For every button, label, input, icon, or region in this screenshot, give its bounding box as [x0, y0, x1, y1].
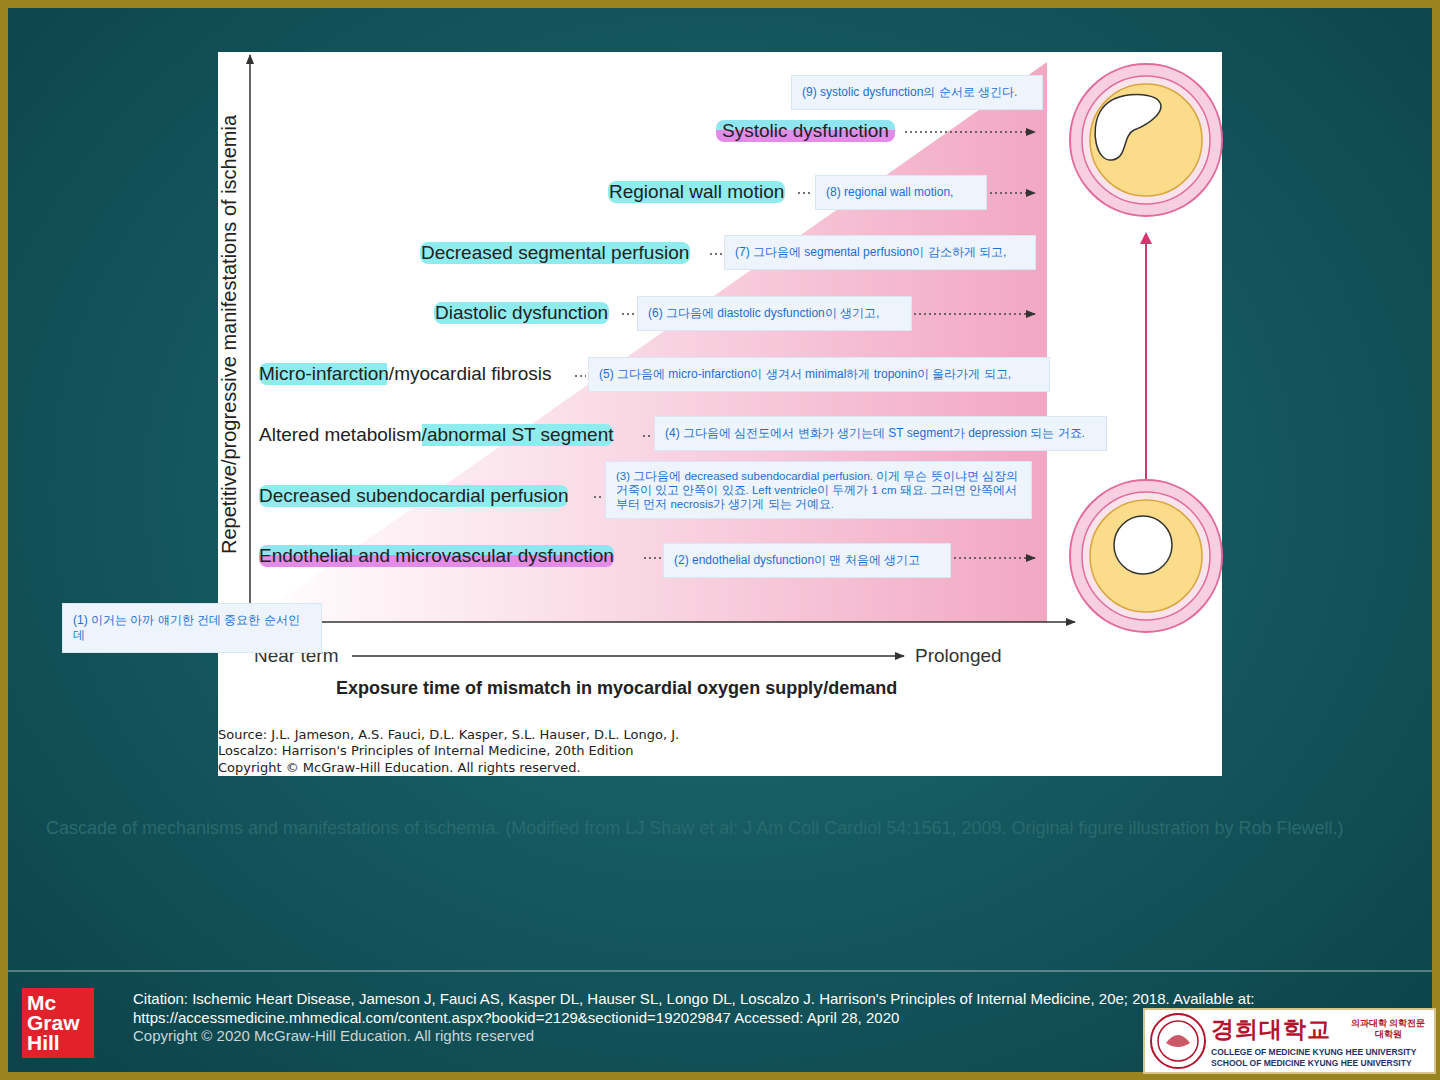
annotation-text: (4) 그다음에 심전도에서 변화가 생기는데 ST segment가 depr…	[665, 426, 1096, 441]
ischemia-wedge	[250, 62, 1047, 622]
heart-section-top	[1070, 64, 1222, 216]
annotation-text: (1) 이거는 아까 얘기한 건데 중요한 순서인데	[73, 613, 311, 643]
cascade-stage: Diastolic dysfunction	[434, 302, 609, 324]
dotted-leaders	[575, 132, 1035, 558]
university-logo: 경희대학교 의과대학 의학전문대학원 COLLEGE OF MEDICINE KYU…	[1143, 1008, 1436, 1074]
annotation-box: (9) systolic dysfunction의 순서로 생긴다.	[791, 75, 1043, 110]
cascade-stage: Endothelial and microvascular dysfunctio…	[259, 545, 614, 567]
annotation-text: (7) 그다음에 segmental perfusion이 감소하게 되고,	[735, 245, 1025, 260]
annotation-box: (5) 그다음에 micro-infarction이 생겨서 minimal하게…	[588, 357, 1050, 392]
annotation-box: (2) endothelial dysfunction이 맨 처음에 생기고	[663, 543, 951, 578]
axis-title: Repetitive/progressive manifestations of…	[218, 65, 241, 605]
copyright-note: Copyright © McGraw-Hill Education. All r…	[218, 760, 581, 775]
cascade-stage: Decreased segmental perfusion	[420, 242, 690, 264]
annotation-text: (6) 그다음에 diastolic dysfunction이 생기고,	[648, 306, 901, 321]
copyright-note: Copyright © 2020 McGraw-Hill Education. …	[133, 1027, 534, 1044]
cascade-stage: Altered metabolism/abnormal ST segment	[259, 424, 613, 446]
annotation-box: (4) 그다음에 심전도에서 변화가 생기는데 ST segment가 depr…	[654, 416, 1107, 451]
progression-arrow	[1145, 238, 1147, 485]
cascade-stage: Systolic dysfunction	[716, 120, 895, 142]
axis-title: Exposure time of mismatch in myocardial …	[336, 678, 897, 699]
annotation-box: (7) 그다음에 segmental perfusion이 감소하게 되고,	[724, 235, 1036, 270]
cascade-stage: Regional wall motion	[608, 181, 785, 203]
annotation-box: (3) 그다음에 decreased subendocardial perfus…	[605, 461, 1032, 519]
y-axis	[249, 55, 251, 622]
university-seal	[1148, 1011, 1208, 1071]
annotation-box: (8) regional wall motion,	[815, 175, 987, 210]
annotation-text: (3) 그다음에 decreased subendocardial perfus…	[616, 469, 1021, 511]
annotation-box: (1) 이거는 아까 얘기한 건데 중요한 순서인데	[62, 603, 322, 653]
school-name: 의과대학 의학전문대학원	[1347, 1018, 1429, 1040]
university-name: 경희대학교	[1211, 1014, 1331, 1045]
annotation-text: (2) endothelial dysfunction이 맨 처음에 생기고	[674, 553, 940, 568]
annotation-box: (6) 그다음에 diastolic dysfunction이 생기고,	[637, 296, 912, 331]
school-name-english: COLLEGE OF MEDICINE KYUNG HEE UNIVERSITY	[1211, 1047, 1416, 1057]
x-axis	[322, 621, 1075, 623]
cascade-stage: Decreased subendocardial perfusion	[259, 485, 568, 507]
footer-rule	[8, 971, 1432, 972]
publisher-logo: Mc Graw Hill	[22, 988, 94, 1058]
axis-end-label: Prolonged	[915, 645, 1002, 667]
annotation-text: (5) 그다음에 micro-infarction이 생겨서 minimal하게…	[599, 367, 1039, 382]
heart-section-bottom	[1070, 480, 1222, 632]
time-arrow	[352, 655, 904, 657]
school-name-english: SCHOOL OF MEDICINE KYUNG HEE UNIVERSITY	[1211, 1058, 1412, 1068]
cascade-stage: Micro-infarction/myocardial fibrosis	[259, 363, 551, 385]
figure-caption: Cascade of mechanisms and manifestations…	[46, 816, 1416, 840]
annotation-text: (9) systolic dysfunction의 순서로 생긴다.	[802, 85, 1032, 100]
annotation-text: (8) regional wall motion,	[826, 185, 976, 200]
source-note: Source: J.L. Jameson, A.S. Fauci, D.L. K…	[218, 727, 728, 759]
logo-text: Mc Graw Hill	[27, 993, 77, 1053]
